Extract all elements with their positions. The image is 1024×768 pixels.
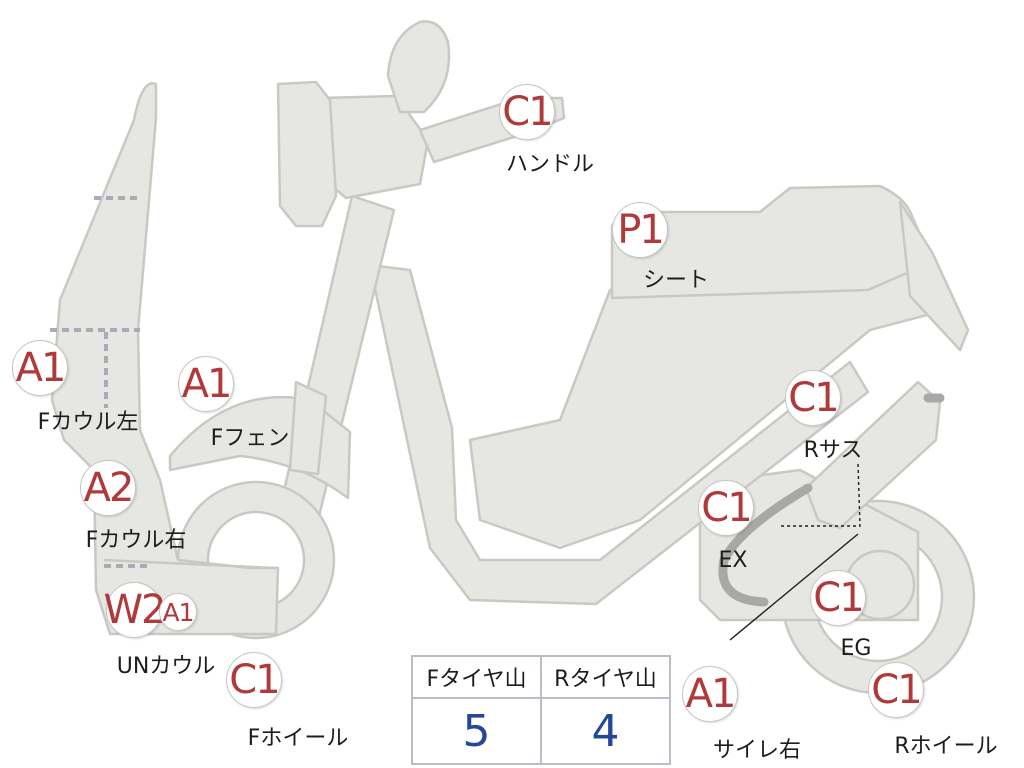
un-cowl-label: UNカウル [116,654,216,679]
seat-label: シート [642,268,710,293]
mirror-shape [386,20,451,114]
r-wheel-badge[interactable]: C1 [868,662,924,718]
f-wheel-badge[interactable]: C1 [226,652,282,708]
engine-label: EG [840,636,872,661]
exhaust-label: EX [718,548,748,573]
handle-label: ハンドル [505,152,595,177]
un-cowl-badge-secondary[interactable]: A1 [159,593,197,631]
r-suspension-badge[interactable]: C1 [785,370,841,426]
f-fender-label: Fフェン [210,426,290,451]
r-suspension-label: Rサス [803,438,863,463]
f-cowl-right-label: Fカウル右 [85,528,187,553]
r-wheel-label: Rホイール [894,734,998,759]
r-tire-header: Rタイヤ山 [540,655,671,699]
f-cowl-left-badge[interactable]: A1 [12,340,68,396]
engine-badge[interactable]: C1 [810,570,866,626]
f-fender-badge[interactable]: A1 [178,356,234,412]
rsus-marker [780,463,861,527]
f-cowl-right-badge[interactable]: A2 [80,460,136,516]
silencer-right-badge[interactable]: A1 [682,666,738,722]
headlight-shape [276,80,338,228]
f-tire-header: Fタイヤ山 [411,655,542,699]
f-cowl-left-label: Fカウル左 [37,410,139,435]
silencer-marker [729,533,859,641]
silencer-right-label: サイレ右 [712,738,802,763]
body-frame-shape [368,263,870,606]
rear-shock-shape [804,380,942,530]
un-cowl-badge[interactable]: W2 [104,582,167,638]
exhaust-badge[interactable]: C1 [698,480,754,536]
tire-tread-table: Fタイヤ山 Rタイヤ山 5 4 [411,655,671,765]
f-wheel-label: Fホイール [247,726,349,751]
handle-badge[interactable]: C1 [499,84,555,140]
f-tire-value[interactable]: 5 [411,697,542,765]
seat-badge[interactable]: P1 [612,202,668,258]
exhaust-pipe-shape [718,483,813,607]
r-tire-value[interactable]: 4 [540,697,671,765]
